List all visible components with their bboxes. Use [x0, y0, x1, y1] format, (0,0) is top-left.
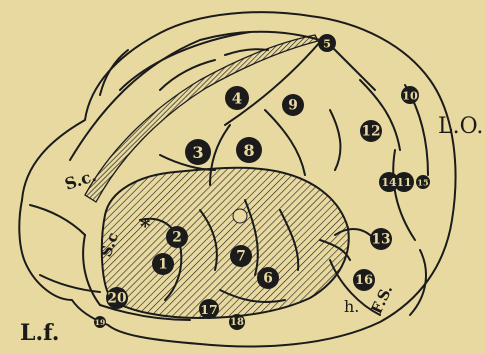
marker-number: 13 [371, 232, 390, 248]
marker-number: 16 [355, 273, 373, 288]
marker-7: 7 [230, 245, 252, 267]
marker-19: 19 [94, 316, 106, 328]
label-star: * [140, 214, 151, 238]
marker-number: 5 [323, 37, 331, 51]
hatched-region [102, 168, 349, 318]
marker-18: 18 [229, 314, 245, 330]
marker-number: 7 [236, 249, 246, 265]
sulcus-line [410, 250, 426, 315]
label-h: h. [344, 297, 359, 316]
marker-number: 9 [288, 98, 298, 114]
marker-number: 18 [230, 317, 244, 328]
sulcus-line [330, 45, 375, 90]
marker-17: 17 [199, 299, 219, 319]
sulcus-line [393, 150, 415, 240]
marker-12: 12 [360, 120, 382, 142]
marker-number: 3 [192, 143, 203, 162]
marker-8: 8 [236, 137, 262, 163]
marker-number: 15 [417, 178, 428, 188]
marker-number: 6 [263, 271, 273, 287]
marker-3: 3 [185, 139, 211, 165]
marker-16: 16 [353, 269, 375, 291]
sulcus-line [83, 235, 100, 305]
marker-2: 2 [166, 226, 188, 248]
marker-number: 17 [200, 302, 217, 317]
faint-circle [233, 209, 247, 223]
marker-number: 20 [107, 291, 126, 307]
marker-number: 8 [243, 141, 254, 160]
marker-20: 20 [106, 287, 128, 309]
marker-4: 4 [225, 86, 249, 110]
marker-9: 9 [282, 94, 304, 116]
marker-1: 1 [152, 253, 174, 275]
gyrus-line [120, 32, 250, 90]
sulcus-line [30, 205, 85, 235]
label-lo: L.O. [438, 114, 483, 139]
marker-number: 1 [158, 257, 168, 273]
marker-15: 15 [416, 175, 430, 189]
sulcus-line [330, 110, 340, 170]
marker-13: 13 [370, 228, 392, 250]
marker-14: 14 [379, 172, 399, 192]
marker-number: 12 [361, 124, 380, 140]
marker-5: 5 [318, 34, 336, 52]
marker-number: 14 [381, 176, 397, 189]
sulcus-line [265, 110, 305, 175]
marker-10: 10 [401, 86, 419, 104]
marker-number: 19 [95, 318, 105, 327]
marker-6: 6 [257, 267, 279, 289]
marker-number: 2 [172, 230, 182, 246]
marker-number: 4 [232, 90, 242, 108]
marker-number: 10 [402, 89, 418, 103]
label-lf: L.f. [20, 320, 59, 346]
